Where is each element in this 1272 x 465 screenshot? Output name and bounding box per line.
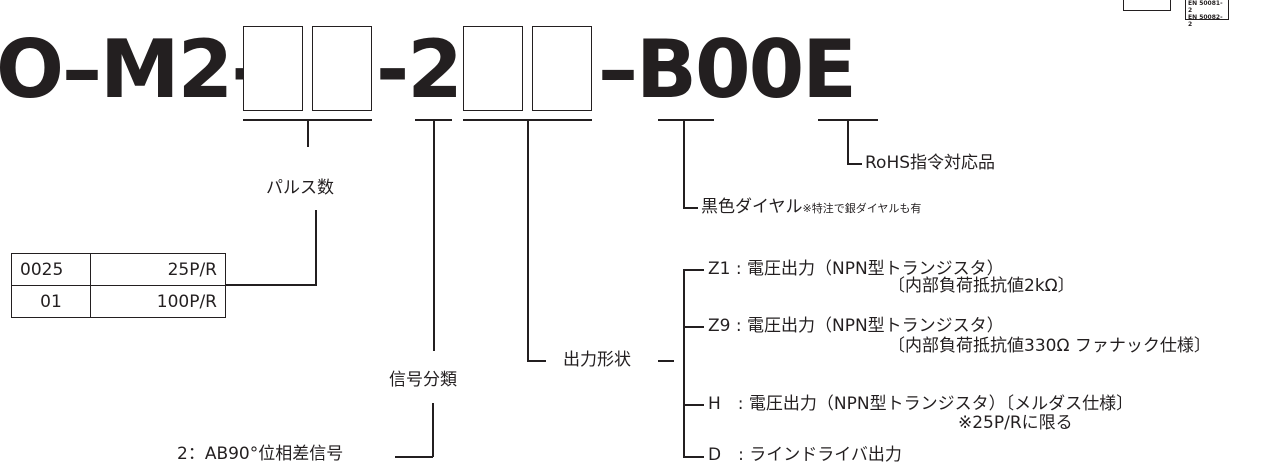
dial-note: ※特注で銀ダイヤルも有 — [802, 202, 922, 215]
output-box-1 — [463, 26, 523, 111]
output-box-2 — [532, 26, 592, 111]
model-prefix: O–M2- — [0, 23, 264, 116]
cert-line-1: EN 50081-2 — [1188, 0, 1223, 14]
output-tree-branch-2 — [683, 326, 704, 328]
table-row: 01 100P/R — [11, 285, 226, 318]
output-tree-branch-4 — [683, 456, 704, 458]
output-tree-branch-1 — [683, 269, 704, 271]
output-option-z9: Z9 : 電圧出力（NPN型トランジスタ） — [708, 316, 1004, 336]
pulse-value: 25P/R — [90, 253, 226, 286]
output-option-z1: Z1 : 電圧出力（NPN型トランジスタ） — [708, 259, 1004, 279]
dial-label-group: 黒色ダイヤル※特注で銀ダイヤルも有 — [701, 197, 921, 217]
output-option-h-note: ※25P/Rに限る — [958, 413, 1073, 433]
cert-mark: EN 50081-2 EN 50082-2 — [1185, 0, 1229, 28]
pulse-hline — [226, 284, 317, 286]
signal-vline-top — [433, 119, 435, 351]
signal-vline-bottom — [432, 403, 434, 457]
output-shape-hline — [527, 360, 546, 362]
dial-hline — [683, 207, 698, 209]
bracket-dial — [658, 119, 714, 121]
output-option-z1-note: 〔内部負荷抵抗値2kΩ〕 — [888, 276, 1075, 296]
output-option-h: H : 電圧出力（NPN型トランジスタ）〔メルダス仕様〕 — [708, 394, 1134, 414]
output-shape-label: 出力形状 — [563, 350, 631, 370]
rohs-vline — [847, 119, 849, 164]
signal-value-label: 2：AB90°位相差信号 — [177, 444, 344, 464]
output-option-z9-note: 〔内部負荷抵抗値330Ω ファナック仕様〕 — [888, 336, 1211, 356]
table-row: 0025 25P/R — [11, 253, 226, 286]
output-tree-branch-3 — [683, 404, 704, 406]
rohs-label: RoHS指令対応品 — [865, 153, 996, 173]
pulse-count-label: パルス数 — [266, 178, 334, 198]
output-shape-dash — [658, 360, 674, 362]
signal-hline — [395, 456, 433, 458]
cert-line-2: EN 50082-2 — [1188, 14, 1223, 28]
output-shape-vline — [527, 119, 529, 361]
pulse-vline-top — [307, 119, 309, 147]
pulse-table: 0025 25P/R 01 100P/R — [11, 253, 226, 318]
pulse-vline-bottom — [315, 210, 317, 285]
pulse-box-1 — [243, 26, 303, 111]
rohs-hline — [847, 163, 862, 165]
model-mid: -2 — [376, 23, 463, 116]
dial-vline — [683, 119, 685, 208]
output-option-d: D : ラインドライバ出力 — [708, 445, 902, 465]
cert-mark-blank — [1123, 0, 1171, 11]
pulse-code: 01 — [11, 285, 91, 318]
dial-label: 黒色ダイヤル — [701, 197, 803, 217]
model-suffix: –B00E — [598, 23, 857, 116]
pulse-box-2 — [312, 26, 372, 111]
signal-class-label: 信号分類 — [389, 370, 457, 390]
pulse-value: 100P/R — [90, 285, 226, 318]
output-tree-vline — [683, 269, 685, 457]
pulse-code: 0025 — [11, 253, 91, 286]
